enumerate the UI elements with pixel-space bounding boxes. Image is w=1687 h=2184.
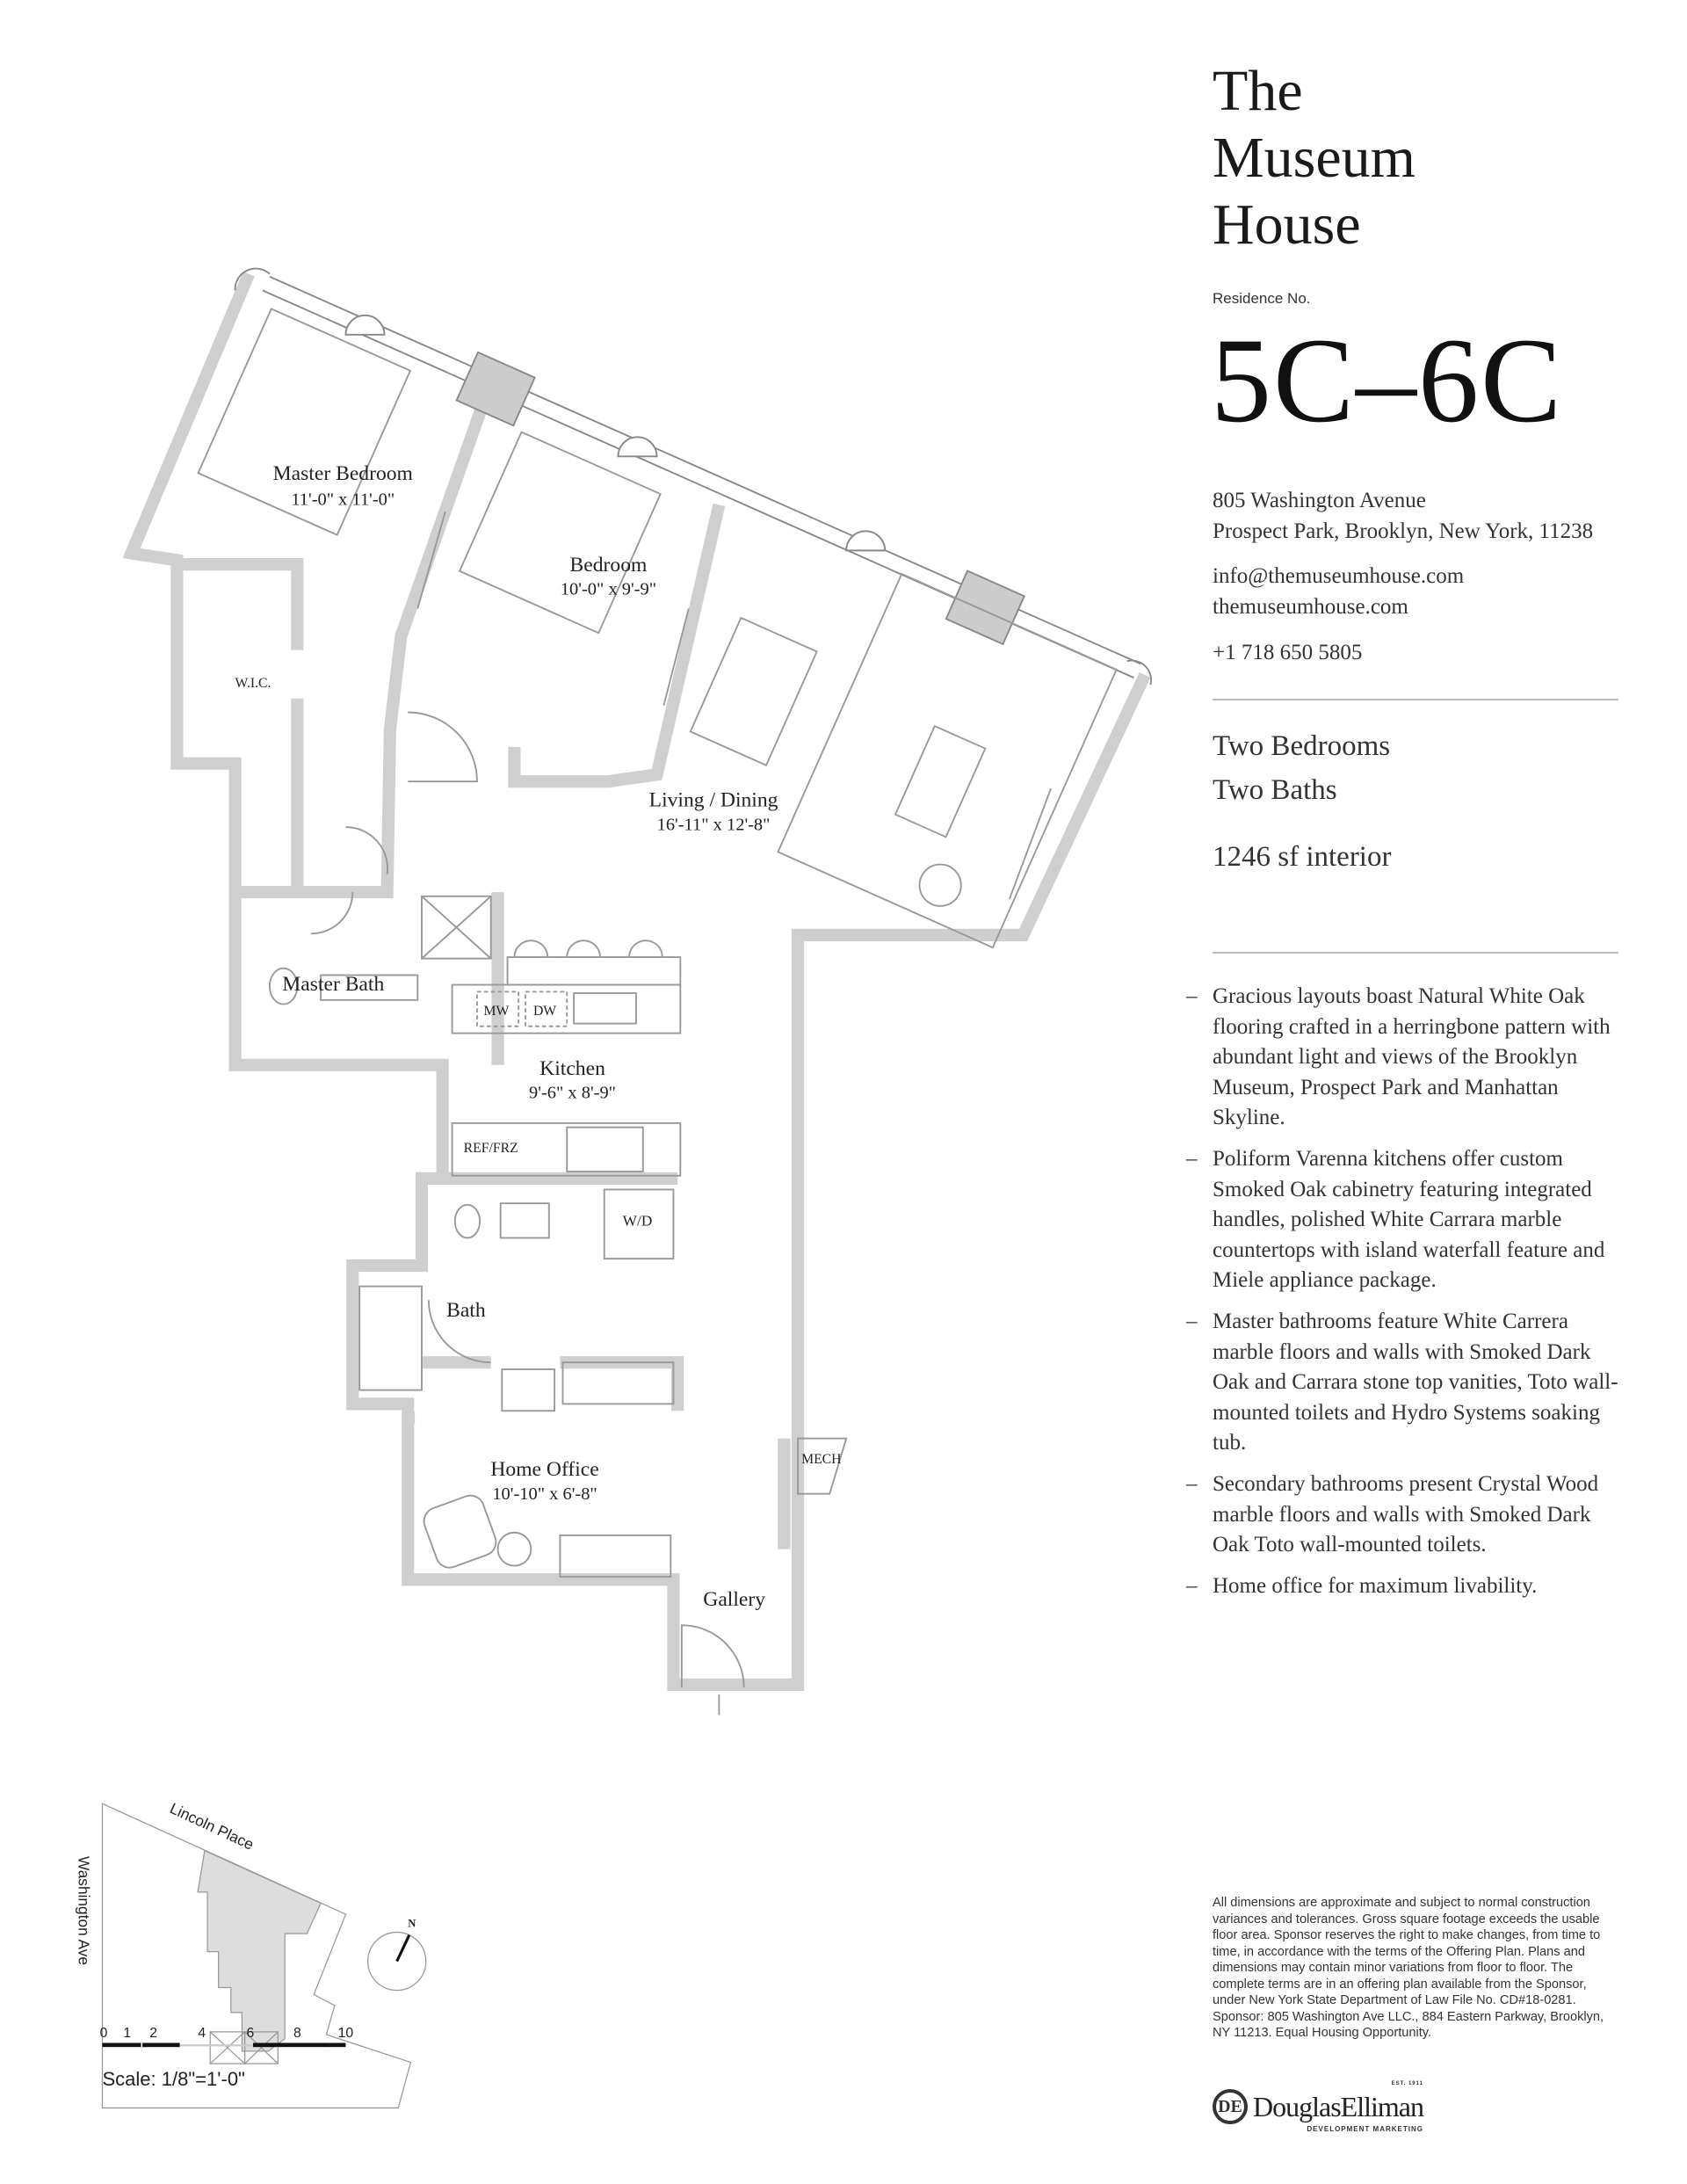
residence-label: Residence No.	[1213, 290, 1311, 307]
kitchen-island	[506, 956, 682, 986]
north-arrow-icon	[395, 1934, 411, 1963]
feature-text: Home office for maximum livability.	[1213, 1573, 1538, 1598]
bullet-dash: –	[1186, 1146, 1198, 1171]
dining-table	[689, 616, 818, 767]
desk	[559, 1534, 672, 1578]
logo-name: DouglasElliman	[1253, 2091, 1424, 2122]
feature-item: –Secondary bathrooms present Crystal Woo…	[1186, 1469, 1625, 1561]
baths: Two Baths	[1213, 774, 1337, 806]
legal-disclaimer: All dimensions are approximate and subje…	[1213, 1896, 1604, 2040]
room-dims-home-office: 10'-10" x 6'-8"	[492, 1484, 597, 1504]
appliance-dw: DW	[533, 1004, 556, 1019]
address: 805 Washington Avenue Prospect Park, Bro…	[1213, 485, 1593, 547]
room-label-wic: W.I.C.	[235, 676, 272, 691]
room-label-master-bedroom: Master Bedroom	[273, 462, 413, 485]
street-lincoln: Lincoln Place	[167, 1799, 257, 1854]
bathtub	[358, 1285, 423, 1391]
room-dims-master-bedroom: 11'-0" x 11'-0"	[291, 490, 395, 509]
bullet-dash: –	[1186, 1309, 1198, 1333]
interior-wall	[232, 399, 490, 899]
appliance-wd: W/D	[623, 1212, 653, 1229]
room-label-master-bath: Master Bath	[282, 973, 384, 996]
interior-wall	[508, 503, 726, 788]
armchair	[423, 1494, 497, 1569]
shower	[421, 895, 492, 960]
room-dims-living: 16'-11" x 12'-8"	[657, 815, 771, 834]
key-plan	[101, 1803, 427, 2109]
north-compass	[366, 1931, 427, 1992]
specs: Two Bedrooms Two Baths 1246 sf interior	[1213, 724, 1391, 879]
address-line1: 805 Washington Avenue	[1213, 489, 1426, 512]
scale-tick: 1	[123, 2026, 131, 2041]
scale-tick: 0	[100, 2026, 108, 2041]
feature-text: Master bathrooms feature White Carrera m…	[1213, 1309, 1618, 1455]
bullet-dash: –	[1186, 1471, 1198, 1496]
bedrooms: Two Bedrooms	[1213, 730, 1391, 762]
feature-text: Poliform Varenna kitchens offer custom S…	[1213, 1146, 1605, 1293]
feature-text: Gracious layouts boast Natural White Oak…	[1213, 984, 1611, 1130]
column	[617, 436, 658, 458]
feature-item: –Poliform Varenna kitchens offer custom …	[1186, 1144, 1625, 1296]
bullet-dash: –	[1186, 1573, 1198, 1598]
scale-tick: 10	[338, 2026, 354, 2041]
title-line: House	[1213, 192, 1361, 257]
bed	[458, 431, 662, 635]
room-label-mech: MECH	[801, 1452, 841, 1467]
mech-room	[797, 1437, 848, 1495]
email-link[interactable]: info@themuseumhouse.com	[1213, 564, 1465, 588]
vanity	[320, 974, 419, 1001]
scale-tick: 6	[246, 2026, 254, 2041]
room-label-bath: Bath	[446, 1299, 486, 1322]
washer-dryer	[603, 1188, 675, 1260]
column	[845, 530, 887, 552]
north-label: N	[408, 1917, 416, 1929]
scale-tick: 8	[293, 2026, 301, 2041]
scale-label: Scale: 1/8"=1'-0"	[102, 2068, 244, 2090]
scale-tick: 2	[149, 2026, 157, 2041]
interior-wall	[177, 558, 304, 650]
de-monogram-icon: DE	[1213, 2089, 1248, 2124]
address-line2: Prospect Park, Brooklyn, New York, 11238	[1213, 519, 1594, 543]
area: 1246 sf interior	[1213, 841, 1392, 873]
logo-est: EST. 1911	[1391, 2081, 1423, 2086]
title-line: Museum	[1213, 126, 1415, 190]
room-label-kitchen: Kitchen	[539, 1057, 605, 1080]
room-label-home-office: Home Office	[490, 1458, 598, 1481]
scale-tick: 4	[198, 2026, 206, 2041]
logo-tagline: DEVELOPMENT MARKETING	[1307, 2125, 1423, 2133]
room-dims-kitchen: 9'-6" x 8'-9"	[529, 1084, 616, 1103]
feature-item: –Master bathrooms feature White Carrera …	[1186, 1307, 1625, 1459]
room-label-living: Living / Dining	[649, 789, 778, 812]
phone[interactable]: +1 718 650 5805	[1213, 641, 1363, 664]
residence-number: 5C–6C	[1211, 313, 1564, 447]
street-washington: Washington Ave	[76, 1856, 93, 1965]
room-label-bedroom: Bedroom	[570, 554, 648, 577]
room-dims-bedroom: 10'-0" x 9'-9"	[561, 580, 656, 599]
exterior-wall	[122, 271, 1151, 1691]
appliance-mw: MW	[484, 1004, 510, 1019]
title-line: The	[1213, 59, 1303, 123]
website-link[interactable]: themuseumhouse.com	[1213, 595, 1408, 619]
feature-item: –Gracious layouts boast Natural White Oa…	[1186, 982, 1625, 1134]
master-bed	[197, 308, 412, 536]
bullet-dash: –	[1186, 984, 1198, 1008]
feature-item: –Home office for maximum livability.	[1186, 1571, 1625, 1602]
sink	[573, 992, 637, 1025]
appliance-ref: REF/FRZ	[464, 1141, 518, 1156]
building-title: The Museum House	[1213, 58, 1415, 258]
room-label-gallery: Gallery	[703, 1588, 765, 1611]
feature-list: –Gracious layouts boast Natural White Oa…	[1186, 982, 1625, 1612]
web-contact: info@themuseumhouse.com themuseumhouse.c…	[1213, 561, 1464, 622]
feature-text: Secondary bathrooms present Crystal Wood…	[1213, 1471, 1599, 1557]
column	[344, 314, 386, 336]
douglas-elliman-logo: DE EST. 1911 DouglasElliman DEVELOPMENT …	[1213, 2079, 1424, 2134]
divider	[1213, 952, 1618, 954]
living-rug	[777, 572, 1118, 949]
divider	[1213, 699, 1618, 700]
scale-bar-segments	[102, 2043, 346, 2048]
